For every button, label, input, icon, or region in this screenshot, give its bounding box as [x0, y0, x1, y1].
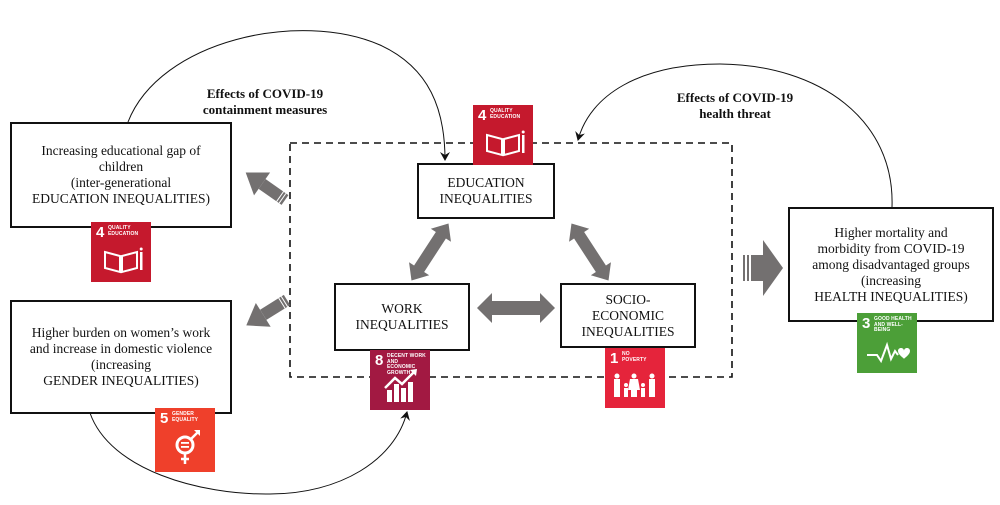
sdg5-tile: 5 Gender Equality — [155, 408, 215, 472]
double-arrow-education-socio — [569, 223, 611, 281]
sdg-number: 4 — [96, 224, 105, 241]
sdg-title: No poverty — [622, 351, 647, 363]
sdg8-tile: 8 Decent work and economic growth — [370, 350, 430, 410]
arrow-to-gender — [246, 294, 291, 327]
block-arrows — [245, 172, 783, 327]
sdg-title: Gender Equality — [172, 411, 199, 423]
sdg-title: Good health and well-being — [874, 316, 912, 333]
sdg-title: Decent work and economic growth — [387, 353, 426, 376]
health-threat-curve — [575, 63, 893, 208]
gender-inequalities-text: Higher burden on women’s work and increa… — [29, 325, 213, 388]
gender-equality-icon — [175, 430, 200, 464]
book-pencil-icon — [104, 247, 143, 274]
gender-inequalities-box: Higher burden on women’s work and increa… — [10, 300, 232, 414]
socio-economic-inequalities-text: SOCIO- ECONOMIC INEQUALITIES — [581, 291, 675, 339]
containment-effect-curve — [127, 30, 450, 161]
sdg-title: Quality Education — [108, 225, 139, 237]
sdg4-tile-center: 4 Quality Education — [473, 105, 533, 165]
health-inequalities-text: Higher mortality and morbidity from COVI… — [812, 224, 970, 304]
work-inequalities-box: WORK INEQUALITIES — [334, 283, 470, 351]
socio-economic-inequalities-box: SOCIO- ECONOMIC INEQUALITIES — [560, 283, 696, 348]
education-gap-box: Increasing educational gap of children (… — [10, 122, 232, 228]
double-arrow-education-work — [409, 223, 451, 281]
sdg1-tile: 1 No poverty — [605, 348, 665, 408]
sdg-number: 8 — [375, 352, 384, 369]
growth-chart-icon — [384, 369, 417, 402]
containment-measures-label: Effects of COVID-19 containment measures — [202, 86, 328, 117]
arrow-to-health — [743, 240, 783, 296]
double-arrow-work-socio — [477, 293, 555, 323]
sdg4-tile-left: 4 Quality Education — [91, 222, 151, 282]
health-threat-label: Effects of COVID-19 health threat — [676, 90, 794, 121]
gender-to-work-curve — [89, 411, 410, 495]
book-pencil-icon — [486, 130, 525, 157]
sdg-number: 4 — [478, 107, 487, 124]
sdg-title: Quality Education — [490, 108, 521, 120]
heartbeat-icon — [867, 341, 910, 364]
sdg3-tile: 3 Good health and well-being — [857, 313, 917, 373]
sdg-number: 3 — [862, 315, 871, 332]
sdg-number: 5 — [160, 410, 169, 427]
sdg-number: 1 — [610, 350, 619, 367]
family-icon — [614, 373, 655, 397]
education-gap-text: Increasing educational gap of children (… — [31, 143, 211, 206]
education-inequalities-box: EDUCATION INEQUALITIES — [417, 163, 555, 219]
arrow-to-education-gap — [245, 172, 289, 205]
education-inequalities-text: EDUCATION INEQUALITIES — [439, 175, 533, 206]
health-inequalities-box: Higher mortality and morbidity from COVI… — [788, 207, 994, 322]
work-inequalities-text: WORK INEQUALITIES — [355, 301, 449, 332]
